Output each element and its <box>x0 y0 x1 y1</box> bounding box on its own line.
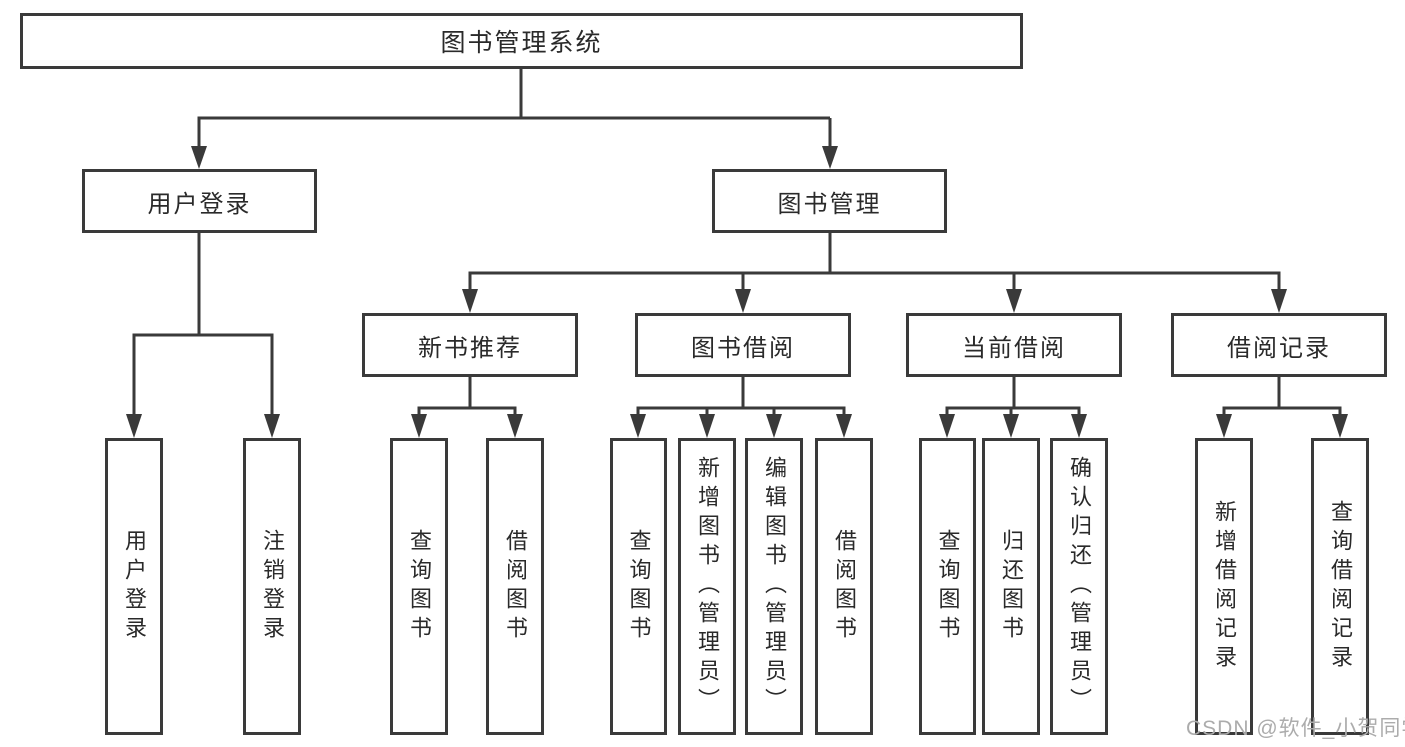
csdn-watermark: CSDN @软件_小贺同学 <box>1186 717 1405 740</box>
leaf-edit-books-admin: 编辑图书（管理员） <box>745 438 803 735</box>
connector-borrow-records-children <box>1216 377 1348 438</box>
leaf-return-books: 归还图书 <box>982 438 1040 735</box>
node-book-borrowing: 图书借阅 <box>635 313 851 377</box>
node-user-login: 用户登录 <box>82 169 317 233</box>
leaf-query-books-current: 查询图书 <box>919 438 976 735</box>
leaf-borrow-books-recommend: 借阅图书 <box>486 438 544 735</box>
node-root-library-system: 图书管理系统 <box>20 13 1023 69</box>
connector-book-borrow-children <box>630 377 852 438</box>
leaf-borrow-books: 借阅图书 <box>815 438 873 735</box>
leaf-confirm-return-admin: 确认归还（管理员） <box>1050 438 1108 735</box>
leaf-add-books-admin: 新增图书（管理员） <box>678 438 736 735</box>
connector-new-book-rec-children <box>411 377 523 438</box>
leaf-query-books-borrow: 查询图书 <box>610 438 667 735</box>
node-new-book-recommendation: 新书推荐 <box>362 313 578 377</box>
node-current-borrowing: 当前借阅 <box>906 313 1122 377</box>
leaf-query-borrow-record: 查询借阅记录 <box>1311 438 1369 735</box>
connector-book-management-to-level3 <box>462 233 1287 313</box>
connector-root-to-level2 <box>191 68 838 169</box>
node-borrowing-records: 借阅记录 <box>1171 313 1387 377</box>
leaf-query-books-recommend: 查询图书 <box>390 438 448 735</box>
leaf-add-borrow-record: 新增借阅记录 <box>1195 438 1253 735</box>
leaf-user-login: 用户登录 <box>105 438 163 735</box>
connector-user-login-children <box>126 233 280 438</box>
leaf-logout: 注销登录 <box>243 438 301 735</box>
connector-current-borrow-children <box>939 377 1087 438</box>
node-book-management: 图书管理 <box>712 169 947 233</box>
